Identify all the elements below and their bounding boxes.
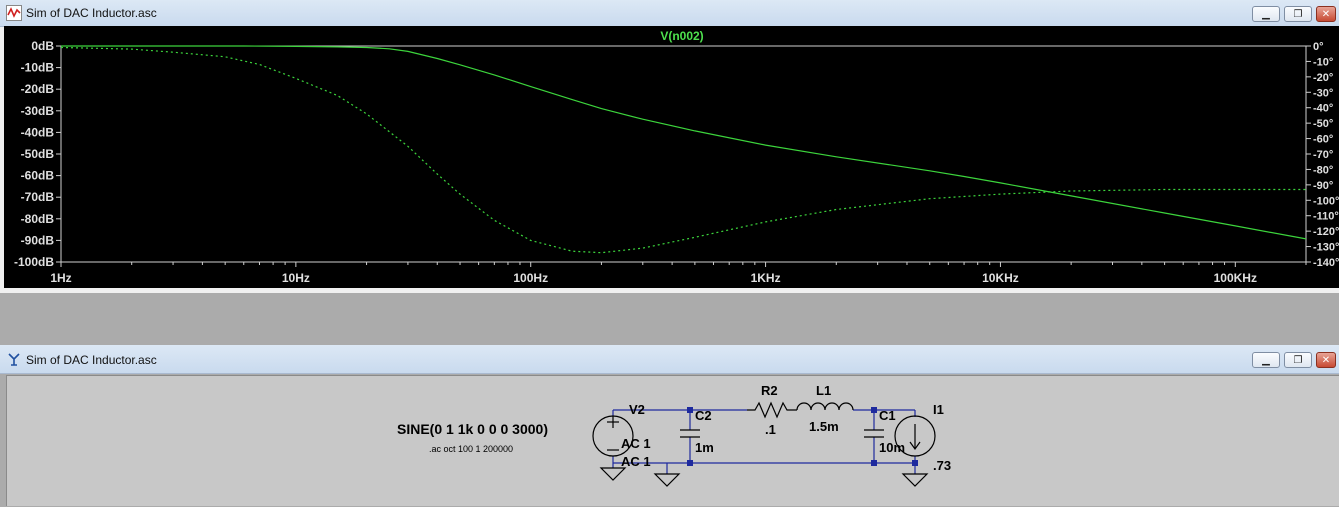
v2-name[interactable]: V2 [629,402,645,417]
y-tick-label: -30dB [21,104,55,118]
x-tick-label: 1Hz [50,271,71,285]
y-tick-label: -20dB [21,82,55,96]
ground-symbol[interactable] [901,473,929,487]
i1-symbol[interactable] [894,415,936,457]
plot-window: Sim of DAC Inductor.asc ▁ ❐ ✕ 0dB -10dB -2… [0,0,1339,293]
c1-name[interactable]: C1 [879,408,896,423]
restore-icon: ❐ [1293,354,1303,366]
y2-tick-label: -90° [1313,180,1333,192]
r2-symbol[interactable] [747,401,797,419]
x-tick-label: 10KHz [982,271,1019,285]
junction-dot [912,460,918,466]
x-tick-label: 10Hz [282,271,310,285]
y2-tick-label: -140° [1313,257,1339,269]
y-tick-label: -40dB [21,125,55,139]
y2-tick-label: -80° [1313,164,1333,176]
chart-series [60,45,1307,254]
r2-name[interactable]: R2 [761,383,778,398]
close-icon: ✕ [1321,8,1331,20]
y2-tick-label: -20° [1313,72,1333,84]
plot-frame [60,45,1307,263]
schematic-window-title: Sim of DAC Inductor.asc [26,353,157,367]
y2-tick-label: -110° [1313,211,1339,223]
y-tick-label: -10dB [21,61,55,75]
junction-dot [687,407,693,413]
restore-button[interactable]: ❐ [1284,352,1312,368]
plot-window-title: Sim of DAC Inductor.asc [26,6,157,20]
l1-symbol[interactable] [796,402,854,411]
ac-command[interactable]: .ac oct 100 1 200000 [429,444,513,454]
y2-tick-label: -50° [1313,118,1333,130]
l1-value[interactable]: 1.5m [809,419,839,434]
ground-symbol[interactable] [653,473,681,487]
plot-window-titlebar[interactable]: Sim of DAC Inductor.asc ▁ ❐ ✕ [0,0,1339,27]
junction-dot [871,407,877,413]
c1-value[interactable]: 10m [879,440,905,455]
minimize-icon: ▁ [1262,354,1270,366]
y2-tick-label: 0° [1313,41,1324,53]
c2-value[interactable]: 1m [695,440,714,455]
bode-chart: 0dB -10dB -20dB -30dB -40dB -50dB -60dB -70dB -8… [14,29,1339,285]
y2-tick-label: -100° [1313,195,1339,207]
restore-icon: ❐ [1293,8,1303,20]
close-button[interactable]: ✕ [1316,352,1336,368]
y-tick-label: -90dB [21,233,55,247]
junction-dot [871,460,877,466]
x-tick-label: 1KHz [751,271,781,285]
source-command[interactable]: SINE(0 1 1k 0 0 0 3000) [397,421,548,437]
y2-tick-label: -40° [1313,103,1333,115]
v2-ac-label[interactable]: AC 1 [621,454,651,469]
magnitude-trace [61,45,1307,240]
junction-dot [687,460,693,466]
r2-value[interactable]: .1 [765,422,776,437]
wires [612,409,916,474]
y-tick-label: 0dB [31,39,54,53]
minimize-button[interactable]: ▁ [1252,6,1280,22]
y-tick-label: -100dB [14,255,54,269]
waveform-plot[interactable]: 0dB -10dB -20dB -30dB -40dB -50dB -60dB -70dB -8… [4,26,1339,288]
junctions [687,407,918,466]
y-tick-label: -80dB [21,212,55,226]
circuit-diagram: SINE(0 1 1k 0 0 0 3000) .ac oct 100 1 20… [397,383,951,487]
y2-tick-label: -60° [1313,134,1333,146]
i1-arrow [909,441,921,451]
y-tick-label: -70dB [21,190,55,204]
l1-name[interactable]: L1 [816,383,831,398]
v2-ac-label[interactable]: AC 1 [621,436,651,451]
schematic-window: Sim of DAC Inductor.asc ▁ ❐ ✕ [0,345,1339,506]
chart-axes: 0dB -10dB -20dB -30dB -40dB -50dB -60dB -70dB -8… [14,39,1339,285]
minimize-button[interactable]: ▁ [1252,352,1280,368]
y2-tick-label: -120° [1313,226,1339,238]
y2-tick-label: -10° [1313,56,1333,68]
components [592,401,936,487]
y2-tick-label: -130° [1313,242,1339,254]
c2-name[interactable]: C2 [695,408,712,423]
i1-value[interactable]: .73 [933,458,951,473]
close-button[interactable]: ✕ [1316,6,1336,22]
y-tick-label: -50dB [21,147,55,161]
chart-title[interactable]: V(n002) [660,29,703,43]
schematic-icon [8,353,20,366]
x-tick-label: 100Hz [513,271,548,285]
schematic-window-titlebar[interactable]: Sim of DAC Inductor.asc ▁ ❐ ✕ [0,345,1339,374]
waveform-icon [6,5,22,21]
phase-trace [60,46,1306,254]
y-tick-label: -60dB [21,169,55,183]
schematic-canvas[interactable]: SINE(0 1 1k 0 0 0 3000) .ac oct 100 1 20… [6,375,1339,506]
i1-name[interactable]: I1 [933,402,944,417]
close-icon: ✕ [1321,354,1331,366]
y2-tick-label: -70° [1313,149,1333,161]
restore-button[interactable]: ❐ [1284,6,1312,22]
ground-symbol[interactable] [599,467,627,481]
x-tick-label: 100KHz [1214,271,1257,285]
minimize-icon: ▁ [1262,8,1270,20]
mdi-background [0,293,1339,345]
component-labels: SINE(0 1 1k 0 0 0 3000) .ac oct 100 1 20… [397,383,951,473]
y2-tick-label: -30° [1313,87,1333,99]
